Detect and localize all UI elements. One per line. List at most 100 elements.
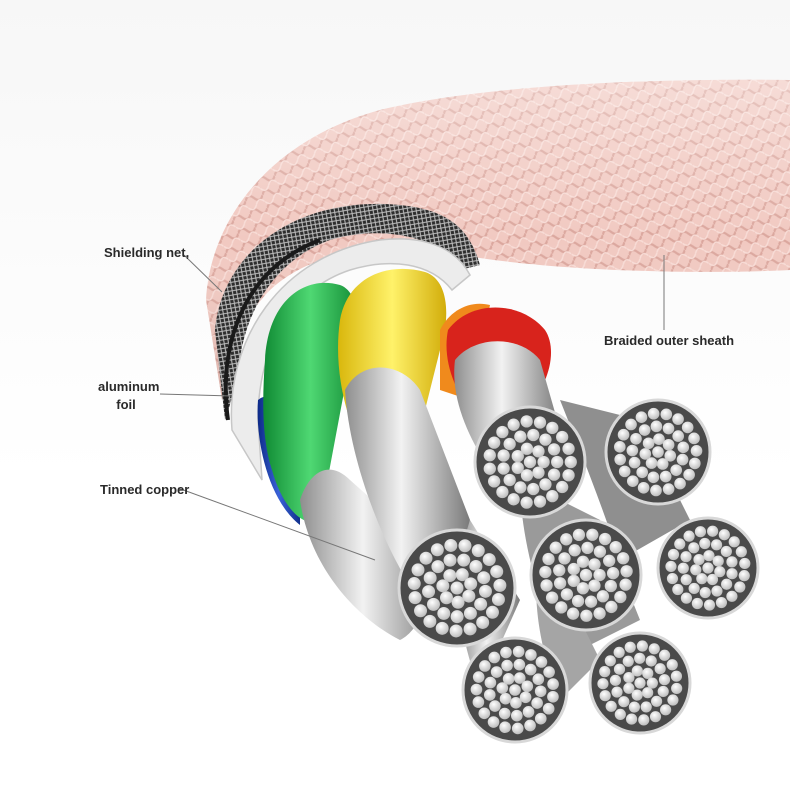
strand-end [567, 562, 580, 576]
strand-end [619, 578, 632, 591]
strand-end [617, 428, 630, 441]
strand-end [488, 475, 501, 488]
strand-end [572, 528, 586, 542]
strand-end [437, 606, 451, 620]
shielding-net-label: Shielding net, [104, 245, 190, 260]
strand-end [531, 697, 543, 709]
strand-end [710, 539, 723, 551]
strand-end [539, 565, 552, 579]
braided-outer-sheath-label: Braided outer sheath [604, 333, 735, 348]
aluminum-foil-label-line2: foil [116, 397, 136, 412]
strand-end [443, 569, 457, 583]
strand-end [618, 696, 630, 708]
strand-end [630, 432, 642, 445]
strand-end [614, 708, 626, 720]
strand-end [635, 411, 648, 424]
strand-end [586, 528, 599, 541]
strand-end [547, 443, 561, 456]
strand-end [462, 589, 476, 603]
strand-end [650, 484, 662, 497]
strand-end [664, 449, 677, 462]
strand-end [487, 716, 500, 728]
strand-end [688, 542, 700, 554]
strand-end [513, 672, 526, 684]
strand-end [605, 700, 617, 712]
strand-end [451, 595, 465, 609]
strand-end [613, 441, 626, 453]
strand-end [588, 558, 601, 571]
strand-end [553, 577, 567, 590]
strand-end [735, 546, 747, 558]
strand-end [645, 655, 657, 667]
strand-end [501, 659, 513, 672]
strand-end [707, 525, 719, 537]
strand-end [670, 670, 683, 682]
strand-end [699, 586, 711, 599]
strand-end [510, 697, 522, 709]
strand-end [551, 455, 564, 469]
strand-end [491, 592, 505, 606]
strand-end [493, 578, 507, 592]
strand-end [593, 545, 607, 558]
strand-end [662, 422, 675, 435]
strand-end [537, 455, 550, 469]
strand-end [546, 489, 559, 503]
strand-end [715, 596, 728, 609]
strand-end [576, 582, 590, 595]
strand-end [703, 599, 716, 611]
strand-end [512, 645, 525, 658]
strand-end [693, 553, 705, 566]
strand-end [439, 591, 453, 605]
strand-end [542, 552, 555, 566]
strand-end [449, 624, 463, 638]
strand-end [547, 690, 559, 703]
strand-end [647, 471, 660, 484]
strand-bundle-end [588, 631, 692, 735]
strand-end [688, 582, 700, 595]
strand-end [539, 433, 552, 446]
strand-end [553, 564, 566, 577]
strand-end [542, 702, 555, 715]
strand-end [562, 442, 575, 455]
strand-end [642, 437, 655, 450]
strand-end [511, 449, 524, 463]
strand-end [706, 573, 719, 586]
strand-end [599, 666, 611, 678]
strand-end [464, 577, 478, 591]
strand-end [618, 465, 631, 478]
strand-bundle-end [529, 518, 643, 632]
strand-end [652, 446, 664, 458]
strand-end [654, 663, 666, 675]
strand-end [691, 597, 703, 610]
strand-end [500, 646, 512, 659]
strand-end [642, 687, 654, 699]
strand-end [712, 555, 724, 567]
strand-end [567, 574, 580, 588]
strand-end [534, 712, 547, 725]
strand-end [613, 646, 625, 658]
strand-end [524, 719, 536, 732]
strand-end [560, 533, 573, 546]
strand-end [626, 444, 639, 457]
strand-end [483, 449, 496, 462]
strand-end [625, 713, 638, 725]
strand-end [419, 551, 433, 565]
strand-end [525, 649, 537, 661]
strand-end [482, 553, 496, 567]
strand-end [497, 449, 510, 462]
strand-end [676, 453, 689, 466]
strand-end [634, 652, 646, 664]
strand-end [503, 437, 516, 451]
strand-end [623, 682, 635, 694]
strand-end [496, 682, 509, 694]
strand-end [455, 568, 469, 582]
strand-end [558, 552, 571, 565]
strand-end [474, 597, 488, 611]
strand-end [690, 564, 702, 576]
strand-end [702, 562, 714, 574]
strand-end [634, 677, 646, 689]
strand-end [527, 428, 540, 442]
strand-end [579, 568, 593, 582]
strand-end [547, 678, 559, 690]
